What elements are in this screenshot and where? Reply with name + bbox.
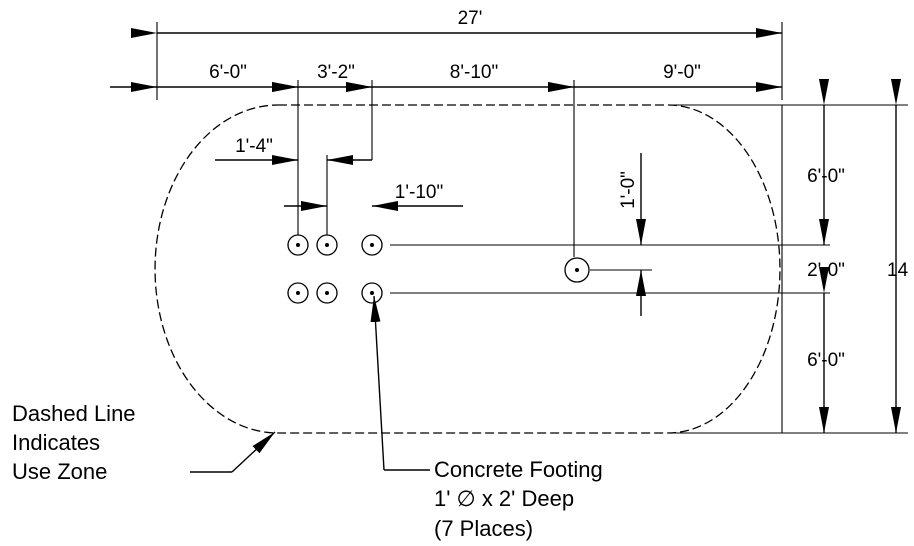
segment-3-label: 8'-10" bbox=[450, 62, 498, 83]
use-zone-note-line-1: Dashed Line bbox=[12, 401, 136, 426]
right-mid-label: 2'-0" bbox=[807, 260, 845, 281]
use-zone-callout: Dashed Line Indicates Use Zone bbox=[12, 401, 276, 484]
overall-width-dimension: 27' bbox=[131, 8, 783, 100]
footing-note-line-3: (7 Places) bbox=[434, 516, 533, 541]
footing bbox=[564, 257, 590, 283]
footing-note-line-2: 1' ∅ x 2' Deep bbox=[434, 486, 574, 511]
right-top-label: 6'-0" bbox=[807, 166, 845, 187]
footing bbox=[287, 234, 309, 256]
spacing-1-10-dimension: 1'-10" bbox=[284, 182, 463, 211]
footing bbox=[287, 282, 309, 304]
segment-4-label: 9'-0" bbox=[663, 62, 701, 83]
spacing-1-10-label: 1'-10" bbox=[395, 182, 443, 203]
offset-1-0-label: 1'-0" bbox=[618, 171, 639, 209]
footing bbox=[361, 234, 383, 256]
segment-dimension-chain: 6'-0" 3'-2" 8'-10" 9'-0" bbox=[110, 62, 782, 257]
footing-callout: Concrete Footing 1' ∅ x 2' Deep (7 Place… bbox=[370, 295, 603, 541]
overall-height-label: 14 bbox=[887, 260, 909, 281]
footing-note-line-1: Concrete Footing bbox=[434, 457, 603, 482]
spacing-1-4-dimension: 1'-4" bbox=[215, 136, 372, 237]
spacing-1-4-label: 1'-4" bbox=[235, 136, 273, 157]
segment-1-label: 6'-0" bbox=[209, 62, 247, 83]
right-bottom-label: 6'-0" bbox=[807, 350, 845, 371]
use-zone-note-line-3: Use Zone bbox=[12, 459, 107, 484]
offset-1-0-dimension: 1'-0" bbox=[390, 153, 830, 316]
use-zone-note-line-2: Indicates bbox=[12, 430, 100, 455]
footing bbox=[316, 282, 338, 304]
overall-width-label: 27' bbox=[458, 8, 483, 29]
footing bbox=[316, 234, 338, 256]
footing bbox=[361, 282, 383, 304]
footings bbox=[287, 234, 590, 304]
segment-2-label: 3'-2" bbox=[317, 62, 355, 83]
right-dimension-chain: 6'-0" 2'-0" 6'-0" 14 bbox=[668, 79, 909, 434]
